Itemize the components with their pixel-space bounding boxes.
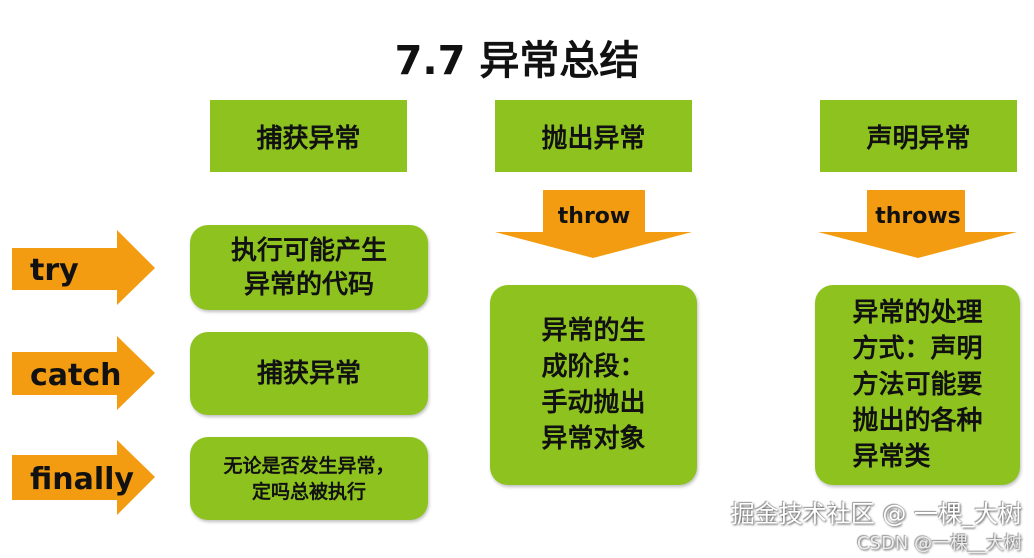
throw-label: throw (558, 204, 630, 229)
watermark-csdn: CSDN @一棵__大树 (856, 533, 1022, 554)
catch-arrow: catch (12, 336, 155, 410)
try-arrow: try (12, 230, 155, 305)
throws-down-arrow: throws (818, 190, 1017, 258)
throws-label: throws (875, 204, 961, 229)
catch-description-box: 捕获异常 (190, 332, 428, 415)
header-catch-exception: 捕获异常 (210, 100, 407, 172)
watermark-juejin: 掘金技术社区 @ 一棵_大树 (730, 500, 1022, 528)
throw-down-arrow: throw (495, 190, 692, 258)
finally-label: finally (30, 462, 134, 497)
header-declare-exception: 声明异常 (820, 100, 1017, 172)
try-description-box: 执行可能产生 异常的代码 (190, 225, 428, 310)
page-title: 7.7 异常总结 (394, 38, 640, 84)
throw-description-box: 异常的生 成阶段： 手动抛出 异常对象 (490, 285, 697, 485)
finally-description-box: 无论是否发生异常， 定吗总被执行 (190, 437, 428, 520)
throws-description-box: 异常的处理 方式：声明 方法可能要 抛出的各种 异常类 (815, 285, 1020, 485)
catch-label: catch (30, 358, 122, 393)
finally-arrow: finally (12, 440, 155, 515)
header-throw-exception: 抛出异常 (495, 100, 692, 172)
try-label: try (30, 253, 79, 288)
